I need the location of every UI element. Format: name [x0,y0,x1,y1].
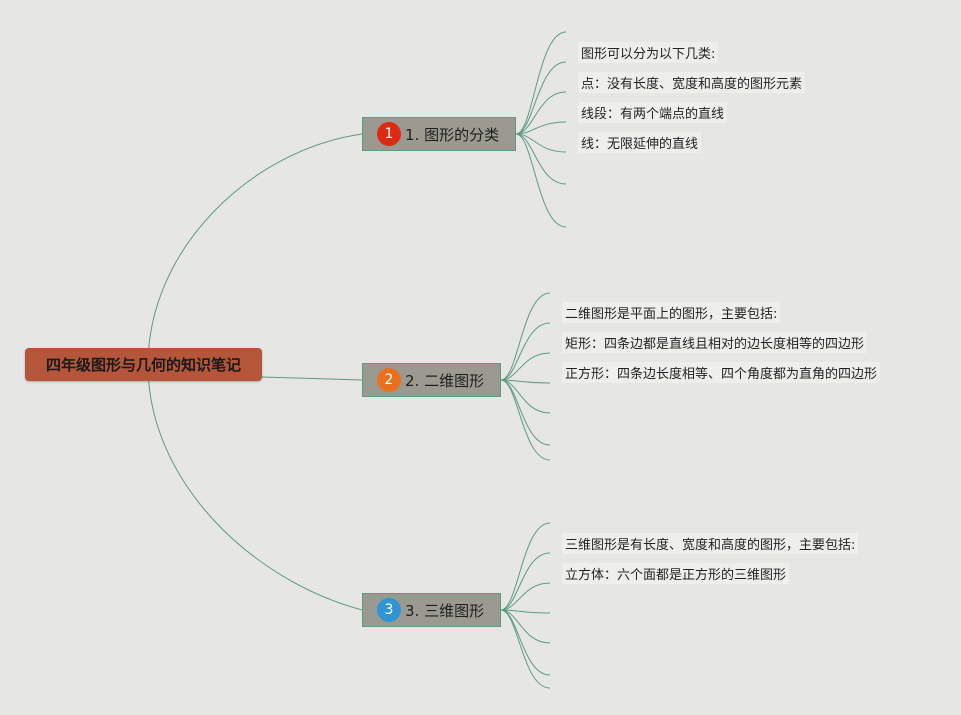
note-cube[interactable]: 立方体：六个面都是正方形的三维图形 [562,563,790,584]
number-3-icon: 3 [377,598,401,622]
connector-line [500,552,551,611]
connector-line [500,522,551,611]
connector-line [515,121,567,135]
branch-node-classification[interactable]: 1 1. 图形的分类 [362,117,516,151]
connector-line [515,133,567,153]
note-square[interactable]: 正方形：四条边长度相等、四个角度都为直角的四边形 [562,362,881,383]
branch-label: 3. 三维图形 [405,601,485,620]
connector-line [515,133,567,228]
connector-line [500,379,551,384]
note-classification-intro[interactable]: 图形可以分为以下几类: [578,42,719,63]
root-title: 四年级图形与几何的知识笔记 [45,356,241,374]
branch-label: 2. 二维图形 [405,371,485,390]
connector-line [500,609,551,689]
connector-line [147,364,363,611]
connector-line [500,582,551,611]
connector-line [147,133,363,366]
connector-line [500,292,551,381]
note-segment[interactable]: 线段：有两个端点的直线 [578,102,728,123]
note-point[interactable]: 点：没有长度、宽度和高度的图形元素 [578,72,806,93]
connector-line [261,376,363,381]
note-3d-intro[interactable]: 三维图形是有长度、宽度和高度的图形，主要包括: [562,533,859,554]
number-1-icon: 1 [377,122,401,146]
connector-line [500,609,551,644]
branch-node-2d-shapes[interactable]: 2 2. 二维图形 [362,363,501,397]
note-line[interactable]: 线：无限延伸的直线 [578,132,702,153]
root-node[interactable]: 四年级图形与几何的知识笔记 [25,348,262,381]
branch-label: 1. 图形的分类 [405,125,500,144]
note-rectangle[interactable]: 矩形：四条边都是直线且相对的边长度相等的四边形 [562,332,868,353]
connector-line [500,322,551,381]
note-2d-intro[interactable]: 二维图形是平面上的图形，主要包括: [562,302,781,323]
connector-line [500,609,551,614]
connector-line [500,352,551,381]
connector-line [515,133,567,185]
branch-node-3d-shapes[interactable]: 3 3. 三维图形 [362,593,501,627]
connector-line [500,379,551,414]
connector-line [515,61,567,135]
number-2-icon: 2 [377,368,401,392]
connector-line [515,91,567,135]
connector-line [515,31,567,135]
connector-line [500,379,551,461]
